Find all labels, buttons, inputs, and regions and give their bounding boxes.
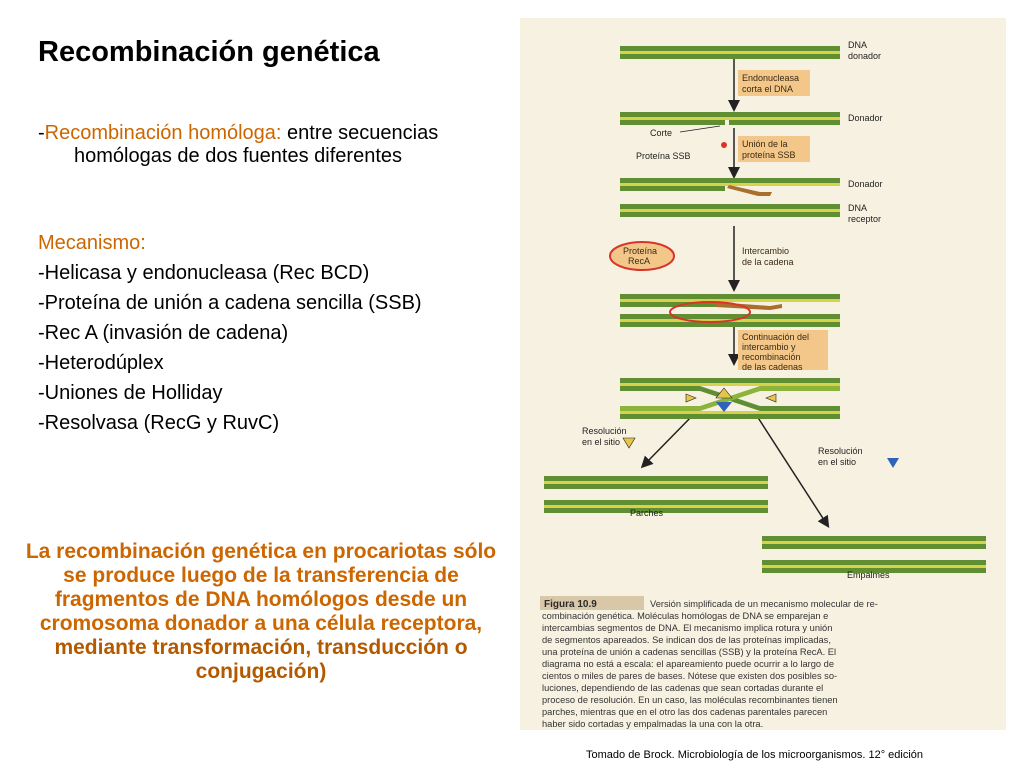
label-dna-donador-1: DNA — [848, 40, 867, 50]
intercambio-line1: Intercambio — [742, 246, 789, 256]
box-endonucleasa — [738, 70, 810, 96]
dna-strand-receptor — [620, 204, 840, 217]
mechanism-item: -Helicasa y endonucleasa (Rec BCD) — [38, 262, 370, 284]
slide-title: Recombinación genética — [38, 36, 380, 68]
label-donador-1: Donador — [848, 113, 883, 123]
caption-line: de segmentos apareados. Se indican dos d… — [542, 635, 831, 645]
dna-strand — [620, 112, 840, 125]
caption-line: cientos o miles de pares de bases. Nótes… — [542, 671, 837, 681]
cut-marker-yellow — [715, 387, 733, 399]
dna-strand-invasion — [620, 294, 840, 327]
intro-prefix: - — [38, 122, 45, 144]
flow-arrow-right — [754, 412, 830, 529]
reca-label-line1: Proteína — [623, 246, 657, 256]
caption-line: diagrama no está a escala: el apareamien… — [542, 659, 834, 669]
label-proteina-ssb: Proteína SSB — [636, 151, 691, 161]
reca-protein-oval — [609, 241, 675, 271]
mechanism-item: -Heterodúplex — [38, 352, 164, 374]
continuacion-line1: Continuación del — [742, 332, 809, 342]
label-resolucion-left-1: Resolución — [582, 426, 627, 436]
reca-invasion-highlight — [669, 301, 751, 323]
caption-line: intercambias segmentos de DNA. El mecani… — [542, 623, 832, 633]
label-parches: Parches — [630, 508, 664, 518]
intro-paragraph: -Recombinación homóloga: entre secuencia… — [38, 122, 478, 168]
box-continuacion — [738, 330, 828, 370]
ssb-protein-dot — [721, 142, 727, 148]
product-parches — [544, 476, 768, 513]
caption-line: combinación genética. Moléculas homóloga… — [542, 611, 828, 621]
figure-caption: Figura 10.9 Versión simplificada de un m… — [540, 596, 878, 729]
product-empalmes — [762, 536, 986, 573]
cut-marker-blue — [716, 402, 732, 412]
box-endonucleasa-line1: Endonucleasa — [742, 73, 799, 83]
continuacion-line3: recombinación — [742, 352, 801, 362]
label-empalmes: Empalmes — [847, 570, 890, 580]
label-dna-donador-2: donador — [848, 51, 881, 61]
mechanism-item: -Proteína de unión a cadena sencilla (SS… — [38, 292, 422, 314]
continuacion-line2: intercambio y — [742, 342, 796, 352]
intro-rest: entre secuencias homólogas de dos fuente… — [74, 122, 439, 167]
mechanism-item: -Rec A (invasión de cadena) — [38, 322, 289, 344]
mechanism-item: -Resolvasa (RecG y RuvC) — [38, 412, 280, 434]
holliday-junction — [620, 378, 840, 419]
reca-label-line2: RecA — [628, 256, 650, 266]
label-resolucion-left-2: en el sitio — [582, 437, 620, 447]
intro-line: -Recombinación homóloga: entre secuencia… — [38, 122, 478, 168]
label-dna-receptor-1: DNA — [848, 203, 867, 213]
recombination-figure: DNA donador Endonucleasa corta el DNA Do… — [520, 18, 1006, 730]
box-union-ssb-line1: Unión de la — [742, 139, 788, 149]
intercambio-line2: de la cadena — [742, 257, 794, 267]
caption-line: una proteína de unión a cadenas sencilla… — [542, 647, 836, 657]
label-donador-2: Donador — [848, 179, 883, 189]
caption-line: parches, mientras que en el otro las dos… — [542, 707, 827, 717]
box-union-ssb — [738, 136, 810, 162]
caption-line: proceso de resolución. En un caso, las m… — [542, 695, 838, 705]
dna-strand — [620, 46, 840, 59]
source-credit: Tomado de Brock. Microbiología de los mi… — [586, 749, 924, 761]
box-union-ssb-line2: proteína SSB — [742, 150, 796, 160]
continuacion-line4: de las cadenas — [742, 362, 803, 372]
label-resolucion-right-2: en el sitio — [818, 457, 856, 467]
summary-text: La recombinación genética en procariotas… — [25, 540, 497, 635]
label-dna-receptor-2: receptor — [848, 214, 881, 224]
caption-line: Versión simplificada de un mecanismo mol… — [650, 599, 878, 609]
mechanism-list: Mecanismo: -Helicasa y endonucleasa (Rec… — [38, 232, 488, 435]
dna-strand — [620, 178, 840, 196]
intro-highlight: Recombinación homóloga: — [44, 122, 282, 144]
mechanism-heading: Mecanismo: — [38, 232, 146, 254]
label-corte: Corte — [650, 128, 672, 138]
box-endonucleasa-line2: corta el DNA — [742, 84, 793, 94]
mechanism-item: -Uniones de Holliday — [38, 382, 223, 404]
caption-line: haber sido cortadas y empalmadas la una … — [542, 719, 763, 729]
summary-paragraph: La recombinación genética en procariotas… — [12, 540, 510, 684]
caption-label: Figura 10.9 — [544, 599, 597, 610]
recombination-diagram: DNA donador Endonucleasa corta el DNA Do… — [540, 40, 986, 729]
label-resolucion-right-1: Resolución — [818, 446, 863, 456]
flow-arrow-left — [640, 412, 696, 469]
summary-highlight: mediante transformación, transducción o … — [54, 636, 468, 683]
caption-line: luciones, dependiendo de las cadenas que… — [542, 683, 823, 693]
